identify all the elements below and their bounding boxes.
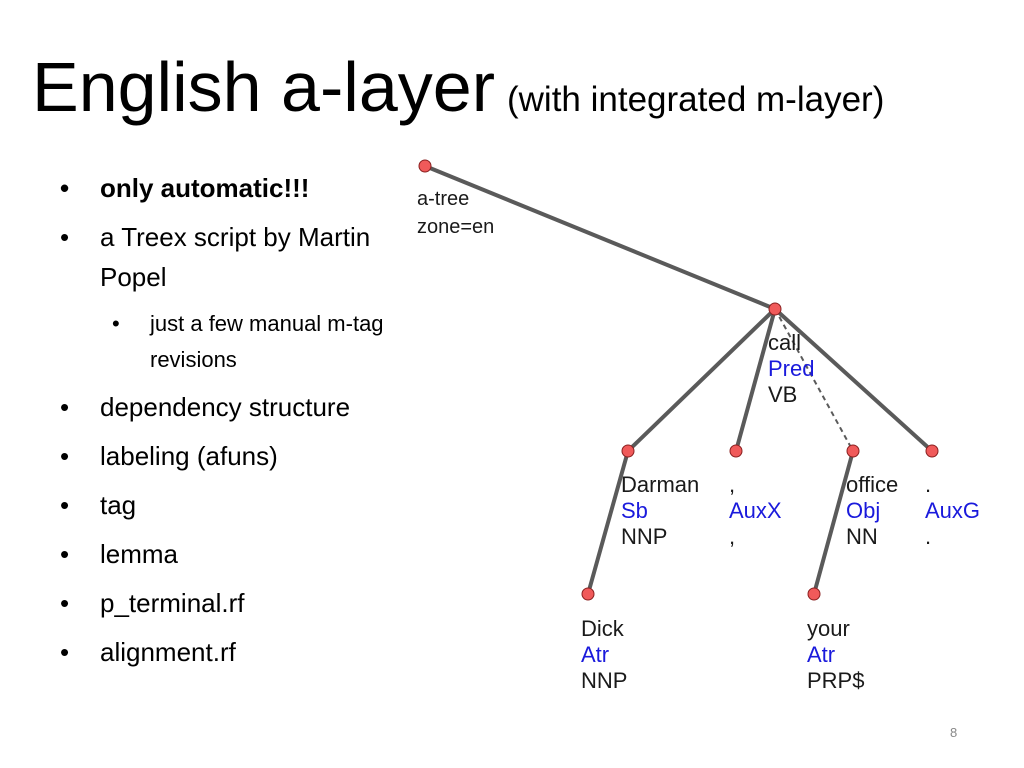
node-afun: AuxG [925, 498, 980, 523]
node-form: office [846, 472, 898, 497]
sub-bullet-item: just a few manual m-tag revisions [112, 306, 390, 378]
node-tag: PRP$ [807, 668, 864, 693]
title-main: English a-layer [32, 48, 495, 126]
edge-darman-dick [586, 450, 630, 595]
bullet-item: dependency structure [60, 387, 390, 427]
bullet-item: p_terminal.rf [60, 583, 390, 623]
node-tag: NNP [581, 668, 627, 693]
slide-title: English a-layer(with integrated m-layer) [32, 52, 884, 122]
node-tag: . [925, 524, 931, 549]
node-form: Dick [581, 616, 625, 641]
node-tag: NN [846, 524, 878, 549]
edge-root-call [424, 164, 776, 311]
bullet-item: tag [60, 485, 390, 525]
node-comma[interactable] [729, 444, 743, 458]
node-call[interactable] [768, 302, 782, 316]
node-form: Darman [621, 472, 699, 497]
node-darman[interactable] [621, 444, 635, 458]
node-form: your [807, 616, 850, 641]
edge-call-darman [626, 307, 777, 453]
node-afun: Obj [846, 498, 880, 523]
node-form: call [768, 330, 801, 355]
tree-edges [424, 164, 934, 595]
tree-nodes [418, 159, 939, 601]
bullet-list: only automatic!!! a Treex script by Mart… [60, 168, 390, 681]
node-form: . [925, 472, 931, 497]
node-afun: Atr [807, 642, 835, 667]
root-label-tree: a-tree [417, 188, 469, 210]
node-afun: Atr [581, 642, 609, 667]
edge-call-comma [734, 308, 777, 452]
edge-office-your [812, 450, 855, 595]
node-form: , [729, 472, 735, 497]
node-your[interactable] [807, 587, 821, 601]
bullet-item: labeling (afuns) [60, 436, 390, 476]
node-afun: Pred [768, 356, 814, 381]
node-tag: NNP [621, 524, 667, 549]
slide-number: 8 [950, 725, 958, 740]
node-tag: VB [768, 382, 797, 407]
node-office[interactable] [846, 444, 860, 458]
node-period[interactable] [925, 444, 939, 458]
node-tag: , [729, 524, 735, 549]
bullet-item: only automatic!!! [60, 168, 390, 208]
bullet-item: lemma [60, 534, 390, 574]
edge-call-period [773, 307, 934, 453]
node-afun: AuxX [729, 498, 782, 523]
node-dick[interactable] [581, 587, 595, 601]
bullet-item: a Treex script by Martin Popel [60, 217, 390, 297]
edge-call-office [774, 308, 854, 452]
title-subtitle: (with integrated m-layer) [507, 80, 885, 119]
node-root[interactable] [418, 159, 432, 173]
root-label-zone: zone=en [417, 216, 494, 238]
bullet-item: alignment.rf [60, 632, 390, 672]
node-afun: Sb [621, 498, 648, 523]
